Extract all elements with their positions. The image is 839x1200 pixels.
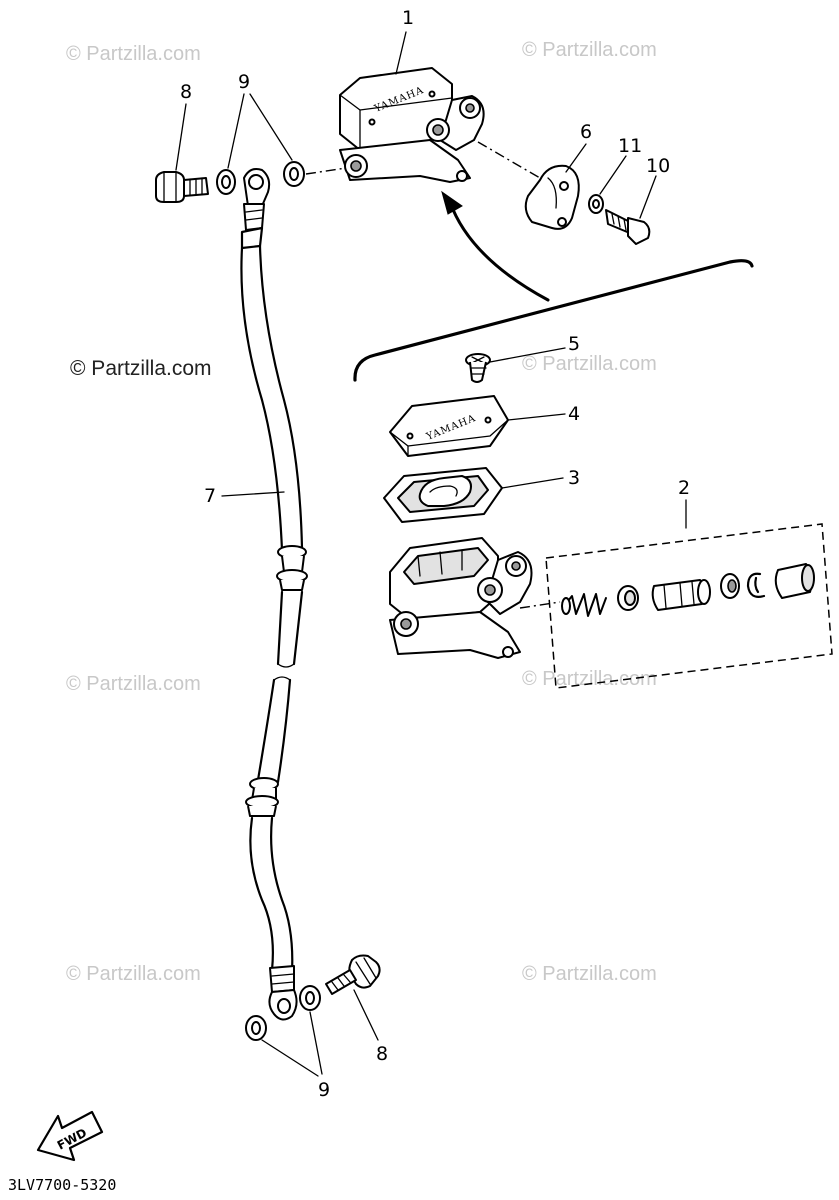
callout-1: 1 [402, 7, 414, 29]
reservoir-cap-4: YAMAHA [389, 395, 509, 457]
watermark-dark: © Partzilla.com [70, 357, 212, 380]
callout-6: 6 [580, 121, 592, 143]
union-bolt-top [155, 171, 209, 203]
bracket-clamp [524, 164, 580, 230]
washer-top-2 [283, 161, 305, 187]
diaphragm-3 [383, 467, 503, 523]
leader-9-top-a [227, 93, 245, 169]
leader-9-top-b [249, 93, 293, 161]
leader-5 [489, 347, 566, 363]
leader-6 [565, 143, 587, 173]
watermark-mid-right: © Partzilla.com [522, 353, 657, 375]
exploded-view-bracket [353, 259, 754, 382]
master-cylinder-assembled: YAMAHA [339, 67, 485, 183]
diagram-code: 3LV7700-5320 [8, 1176, 116, 1194]
callout-8-top: 8 [180, 81, 192, 103]
leader-3 [501, 477, 564, 489]
callout-5: 5 [568, 333, 580, 355]
piston-kit-parts [561, 563, 815, 617]
callout-10: 10 [646, 155, 670, 177]
washer-top-1 [216, 169, 236, 195]
washer-11 [588, 194, 604, 214]
leader-9-bottom-a [261, 1039, 319, 1077]
callout-2: 2 [678, 477, 690, 499]
callouts: 1 2 3 4 5 6 7 8 8 9 9 10 11 [180, 7, 690, 1101]
washer-bottom-2 [245, 1015, 267, 1041]
watermark-lower-right: © Partzilla.com [522, 668, 657, 690]
leader-4 [507, 413, 566, 421]
reference-arrow [448, 200, 550, 302]
screw-5 [465, 353, 491, 383]
leader-1 [395, 31, 407, 75]
fwd-arrow-icon: FWD [36, 1110, 104, 1162]
watermarks: © Partzilla.com © Partzilla.com © Partzi… [66, 39, 657, 985]
brake-hose-7 [240, 168, 308, 1021]
callout-9-bottom: 9 [318, 1079, 330, 1101]
watermark-top-right: © Partzilla.com [522, 39, 657, 61]
centerline-clamp [477, 141, 541, 179]
leader-9-bottom-b [309, 1011, 323, 1075]
leader-8-bottom [353, 989, 379, 1041]
callout-4: 4 [568, 403, 580, 425]
washer-bottom-1 [299, 985, 321, 1011]
bolt-10 [605, 209, 651, 245]
reference-arrow-head [441, 190, 463, 215]
callout-11: 11 [618, 135, 642, 157]
watermark-bottom-right: © Partzilla.com [522, 963, 657, 985]
master-cylinder-body-exploded [389, 537, 533, 659]
piston-kit-box [545, 523, 833, 689]
watermark-bottom-left: © Partzilla.com [66, 963, 201, 985]
callout-9-top: 9 [238, 71, 250, 93]
union-bolt-bottom [325, 954, 381, 995]
callout-7: 7 [204, 485, 216, 507]
leader-10 [639, 175, 657, 219]
callout-8-bottom: 8 [376, 1043, 388, 1065]
leader-7 [221, 491, 285, 497]
callout-3: 3 [568, 467, 580, 489]
centerline-banjo-top [305, 167, 347, 175]
watermark-lower-left: © Partzilla.com [66, 673, 201, 695]
centerline-piston [519, 601, 561, 609]
leader-11 [599, 155, 627, 195]
leader-8-top [175, 103, 187, 171]
watermark-top-left: © Partzilla.com [66, 43, 201, 65]
